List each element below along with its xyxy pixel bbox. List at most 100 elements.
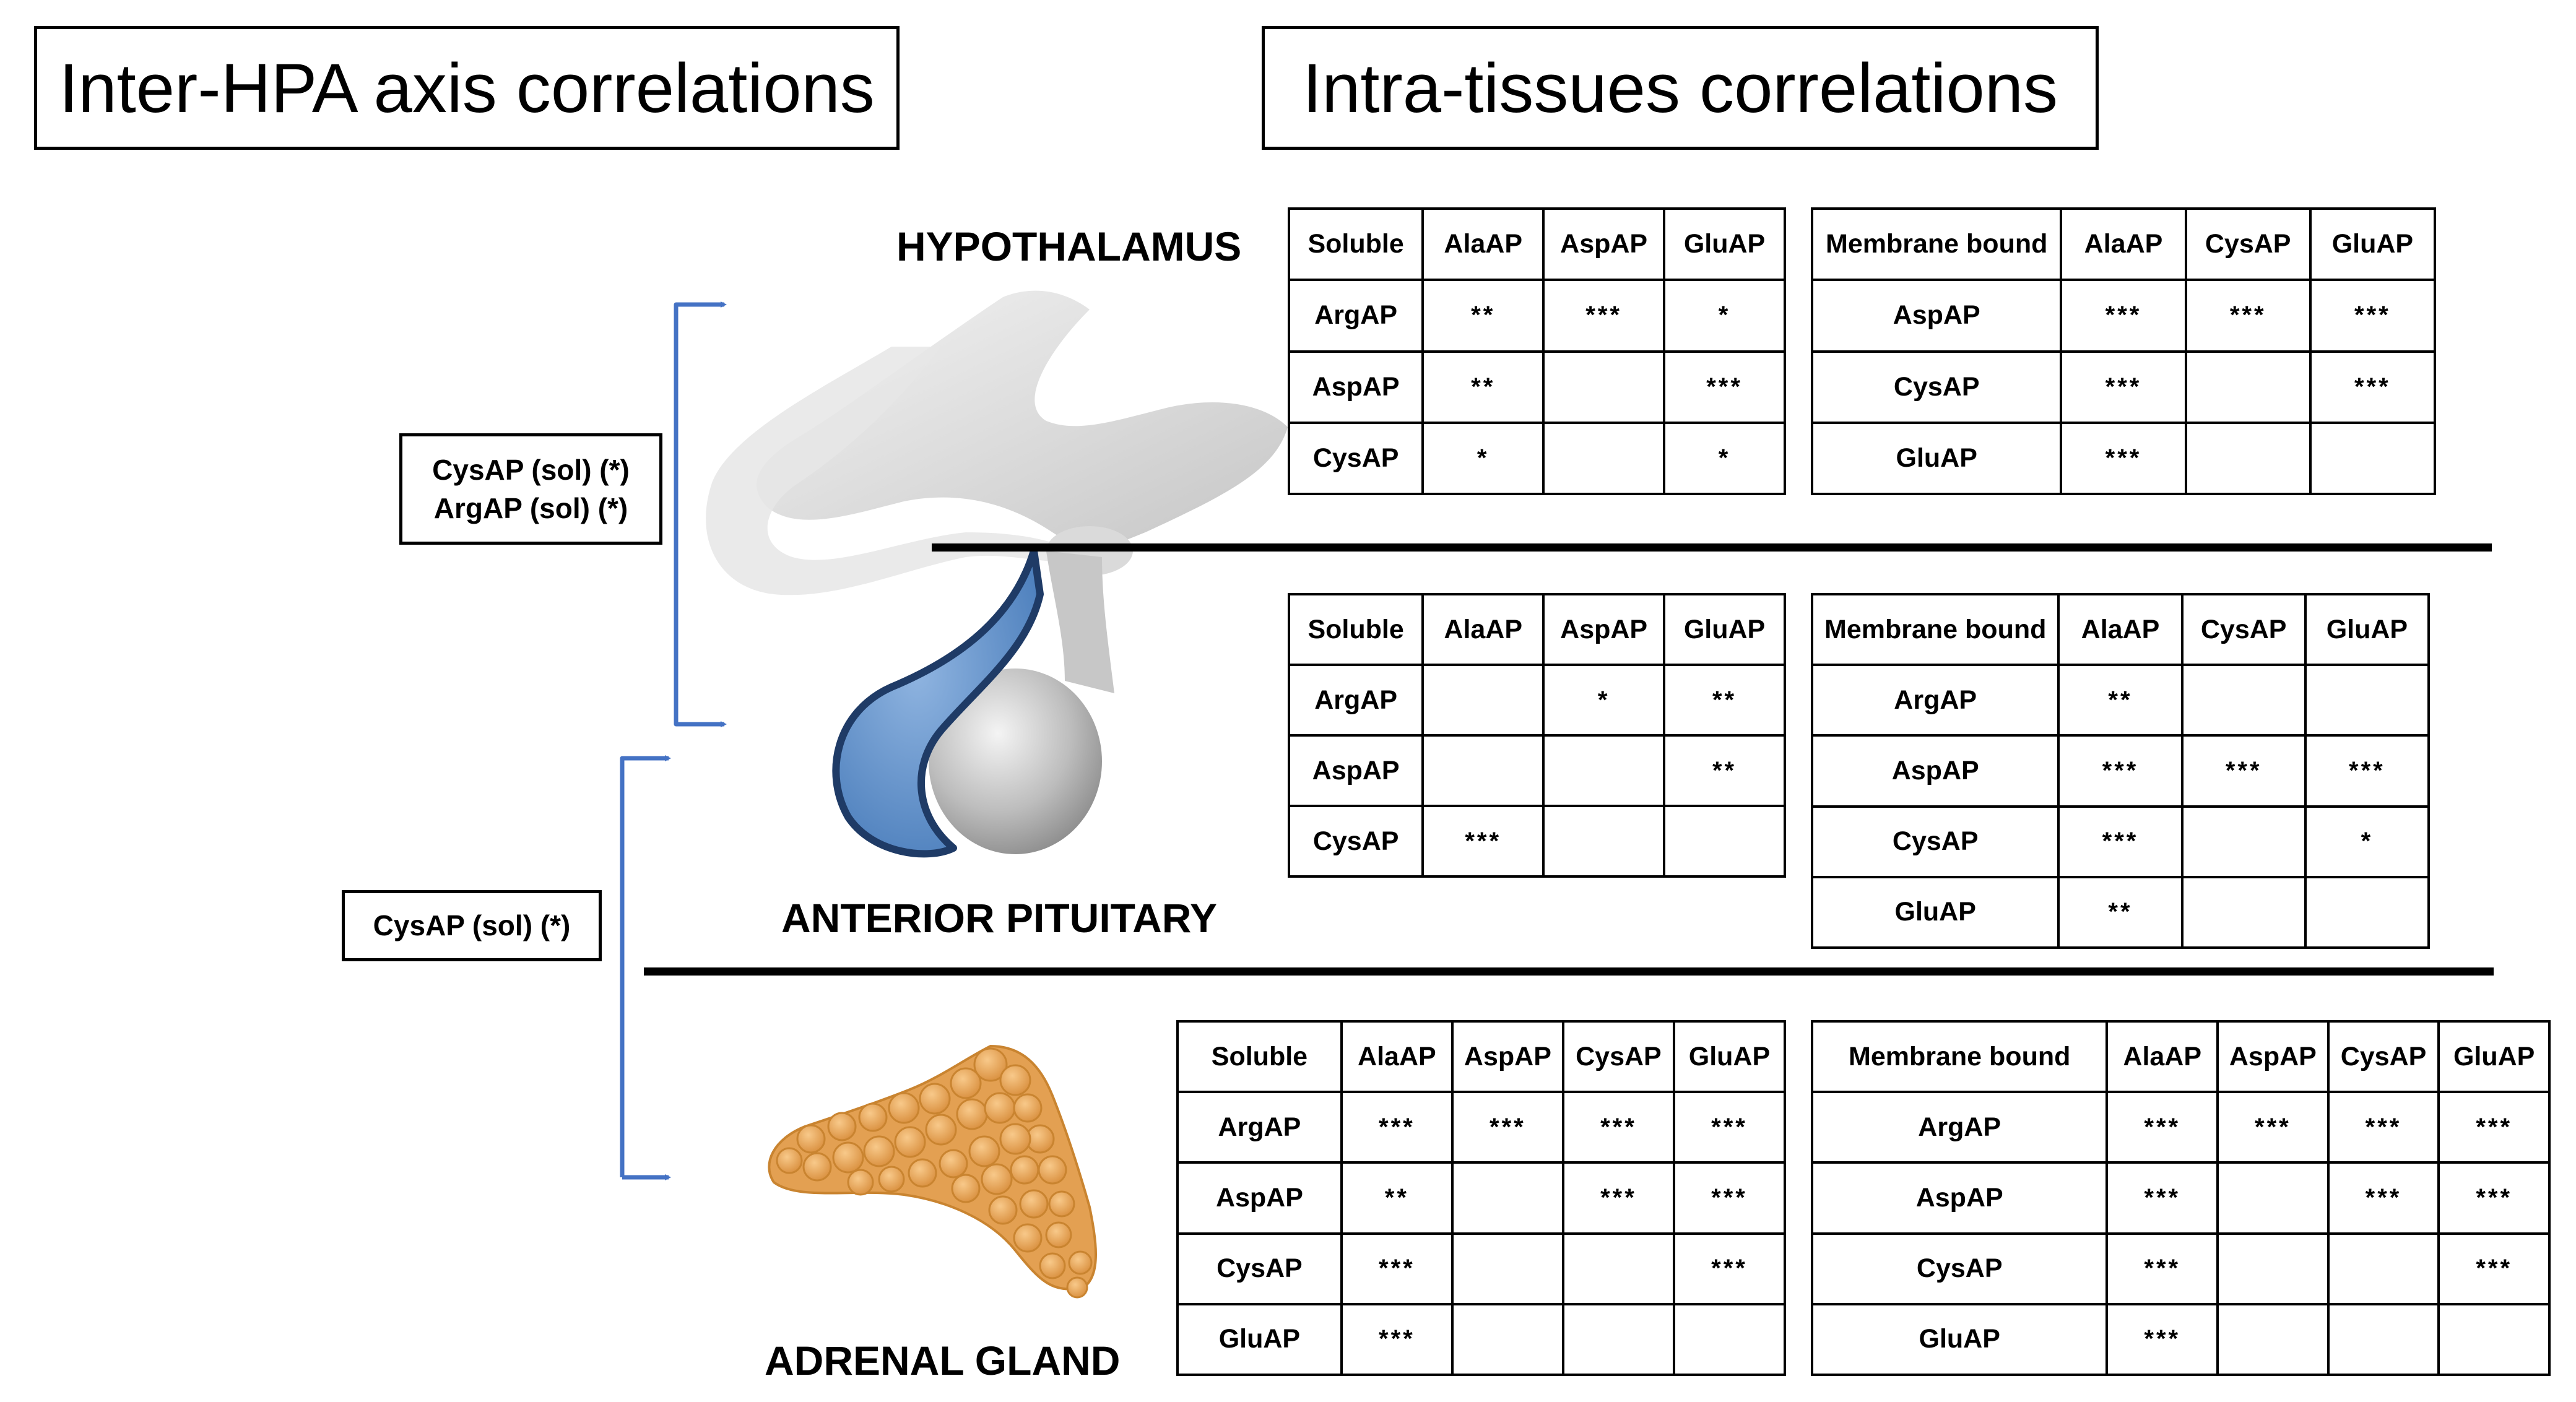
table-corner-cell: Membrane bound bbox=[1810, 1019, 2109, 1094]
significance-cell: *** bbox=[2057, 805, 2184, 878]
table-row: AspAP** bbox=[1287, 734, 1786, 807]
table-row: ArgAP************ bbox=[1176, 1091, 1787, 1164]
significance-cell: *** bbox=[2309, 279, 2437, 353]
row-header-cell: AspAP bbox=[1176, 1161, 1343, 1235]
inter-box-hyp-pit: CysAP (sol) (*) ArgAP (sol) (*) bbox=[399, 433, 662, 545]
significance-cell bbox=[2180, 875, 2307, 950]
row-header-cell: GluAP bbox=[1810, 1302, 2109, 1377]
column-header-cell: GluAP bbox=[1663, 207, 1786, 282]
column-header-cell: GluAP bbox=[1672, 1019, 1787, 1094]
connector-hyp-pit bbox=[674, 301, 727, 727]
row-header-cell: AspAP bbox=[1810, 1161, 2109, 1235]
significance-cell: *** bbox=[1451, 1091, 1564, 1164]
significance-cell: *** bbox=[1672, 1091, 1787, 1164]
column-header-cell: GluAP bbox=[2437, 1019, 2551, 1094]
significance-cell bbox=[2216, 1302, 2330, 1377]
table-row: GluAP*** bbox=[1176, 1302, 1787, 1377]
row-header-cell: AspAP bbox=[1810, 279, 2063, 353]
column-header-cell: AlaAP bbox=[1421, 593, 1545, 666]
significance-cell: *** bbox=[2105, 1302, 2219, 1377]
significance-cell: *** bbox=[2304, 734, 2431, 808]
table-row: AspAP***** bbox=[1287, 350, 1786, 424]
significance-cell: *** bbox=[2184, 279, 2312, 353]
intra-tissues-heading: Intra-tissues correlations bbox=[1262, 26, 2099, 150]
significance-cell bbox=[2327, 1232, 2440, 1305]
significance-cell: *** bbox=[2327, 1161, 2440, 1235]
inter-box-line: CysAP (sol) (*) bbox=[373, 909, 571, 942]
significance-cell: * bbox=[1421, 421, 1545, 496]
significance-cell bbox=[1451, 1161, 1564, 1235]
significance-cell: *** bbox=[1421, 805, 1545, 878]
column-header-cell: AspAP bbox=[1451, 1019, 1564, 1094]
column-header-cell: AlaAP bbox=[1340, 1019, 1454, 1094]
significance-cell bbox=[1421, 664, 1545, 737]
column-header-cell: CysAP bbox=[2327, 1019, 2440, 1094]
significance-cell: *** bbox=[2216, 1091, 2330, 1164]
column-header-cell: AspAP bbox=[1542, 207, 1666, 282]
table-row: AspAP********* bbox=[1810, 279, 2437, 353]
table-corner-cell: Soluble bbox=[1176, 1019, 1343, 1094]
table-row: CysAP** bbox=[1287, 421, 1786, 496]
column-header-cell: CysAP bbox=[2180, 592, 2307, 667]
significance-cell: *** bbox=[1672, 1161, 1787, 1235]
column-header-cell: AspAP bbox=[2216, 1019, 2330, 1094]
significance-cell bbox=[2180, 664, 2307, 737]
significance-cell: *** bbox=[1561, 1161, 1675, 1235]
significance-cell: * bbox=[1663, 421, 1786, 496]
inter-hpa-heading: Inter-HPA axis correlations bbox=[34, 26, 900, 150]
significance-cell: *** bbox=[2105, 1091, 2219, 1164]
column-header-cell: GluAP bbox=[2309, 207, 2437, 282]
column-header-cell: AlaAP bbox=[2057, 592, 2184, 667]
significance-cell: *** bbox=[2437, 1091, 2551, 1164]
table-row: GluAP*** bbox=[1810, 421, 2437, 496]
column-header-cell: CysAP bbox=[1561, 1019, 1675, 1094]
significance-cell bbox=[1672, 1302, 1787, 1377]
significance-cell bbox=[1542, 421, 1666, 496]
column-header-cell: CysAP bbox=[2184, 207, 2312, 282]
row-header-cell: CysAP bbox=[1810, 1232, 2109, 1305]
significance-cell bbox=[1542, 734, 1666, 807]
pituitary-illustration bbox=[832, 547, 1114, 858]
row-header-cell: CysAP bbox=[1810, 350, 2063, 424]
table-row: ArgAP************ bbox=[1810, 1091, 2551, 1164]
significance-cell: *** bbox=[2327, 1091, 2440, 1164]
table-row: CysAP****** bbox=[1176, 1232, 1787, 1305]
significance-cell: ** bbox=[1421, 279, 1545, 353]
row-header-cell: ArgAP bbox=[1176, 1091, 1343, 1164]
table-row: ArgAP** bbox=[1810, 664, 2431, 737]
row-header-cell: CysAP bbox=[1287, 805, 1425, 878]
table-row: GluAP** bbox=[1810, 875, 2431, 950]
significance-cell: *** bbox=[1672, 1232, 1787, 1305]
significance-cell: ** bbox=[1421, 350, 1545, 424]
significance-cell bbox=[2309, 421, 2437, 496]
table-corner-cell: Soluble bbox=[1287, 593, 1425, 666]
significance-cell bbox=[2216, 1232, 2330, 1305]
row-header-cell: GluAP bbox=[1176, 1302, 1343, 1377]
significance-cell: *** bbox=[1561, 1091, 1675, 1164]
row-header-cell: CysAP bbox=[1287, 421, 1425, 496]
table-row: ArgAP*** bbox=[1287, 664, 1786, 737]
significance-cell bbox=[2216, 1161, 2330, 1235]
row-header-cell: ArgAP bbox=[1810, 664, 2060, 737]
table-row: ArgAP****** bbox=[1287, 279, 1786, 353]
significance-cell: * bbox=[1542, 664, 1666, 737]
column-header-cell: GluAP bbox=[1663, 593, 1786, 666]
column-header-cell: AspAP bbox=[1542, 593, 1666, 666]
significance-cell bbox=[1451, 1302, 1564, 1377]
row-header-cell: ArgAP bbox=[1810, 1091, 2109, 1164]
significance-cell: ** bbox=[2057, 875, 2184, 950]
row-header-cell: GluAP bbox=[1810, 421, 2063, 496]
anterior-pituitary-label: ANTERIOR PITUITARY bbox=[781, 895, 1217, 941]
significance-cell: ** bbox=[2057, 664, 2184, 737]
significance-cell: *** bbox=[2309, 350, 2437, 424]
significance-cell: *** bbox=[1340, 1232, 1454, 1305]
significance-cell bbox=[2184, 350, 2312, 424]
significance-cell bbox=[1663, 805, 1786, 878]
divider-hyp-pit bbox=[932, 543, 2492, 552]
hypothalamus-label: HYPOTHALAMUS bbox=[896, 223, 1242, 269]
